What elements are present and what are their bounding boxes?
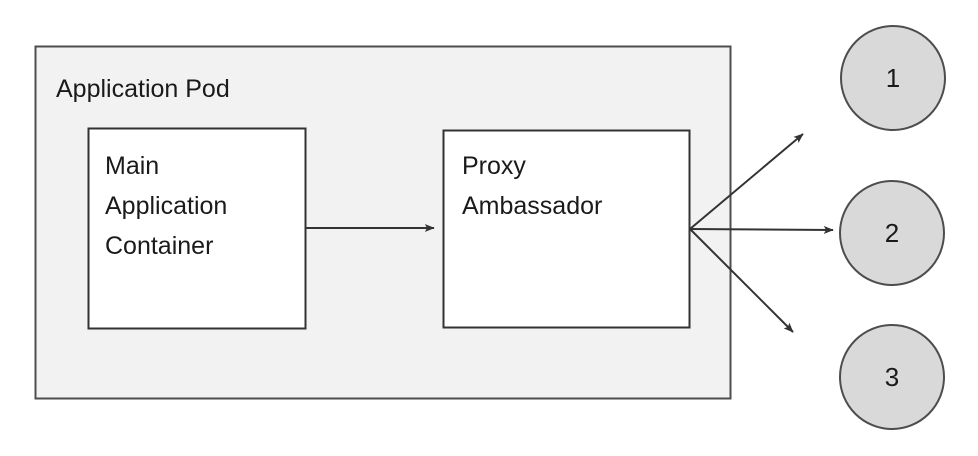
- endpoint-circle-3: [839, 324, 945, 430]
- endpoint-circle-1: [840, 25, 946, 131]
- endpoint-circle-2: [839, 180, 945, 286]
- connector-proxy-to-endpoint-3: [689, 228, 794, 333]
- connector-proxy-to-endpoint-1: [689, 133, 804, 230]
- proxy-ambassador-box: [442, 129, 691, 329]
- main-application-container-box: [87, 127, 307, 330]
- connector-proxy-to-endpoint-2: [689, 225, 834, 234]
